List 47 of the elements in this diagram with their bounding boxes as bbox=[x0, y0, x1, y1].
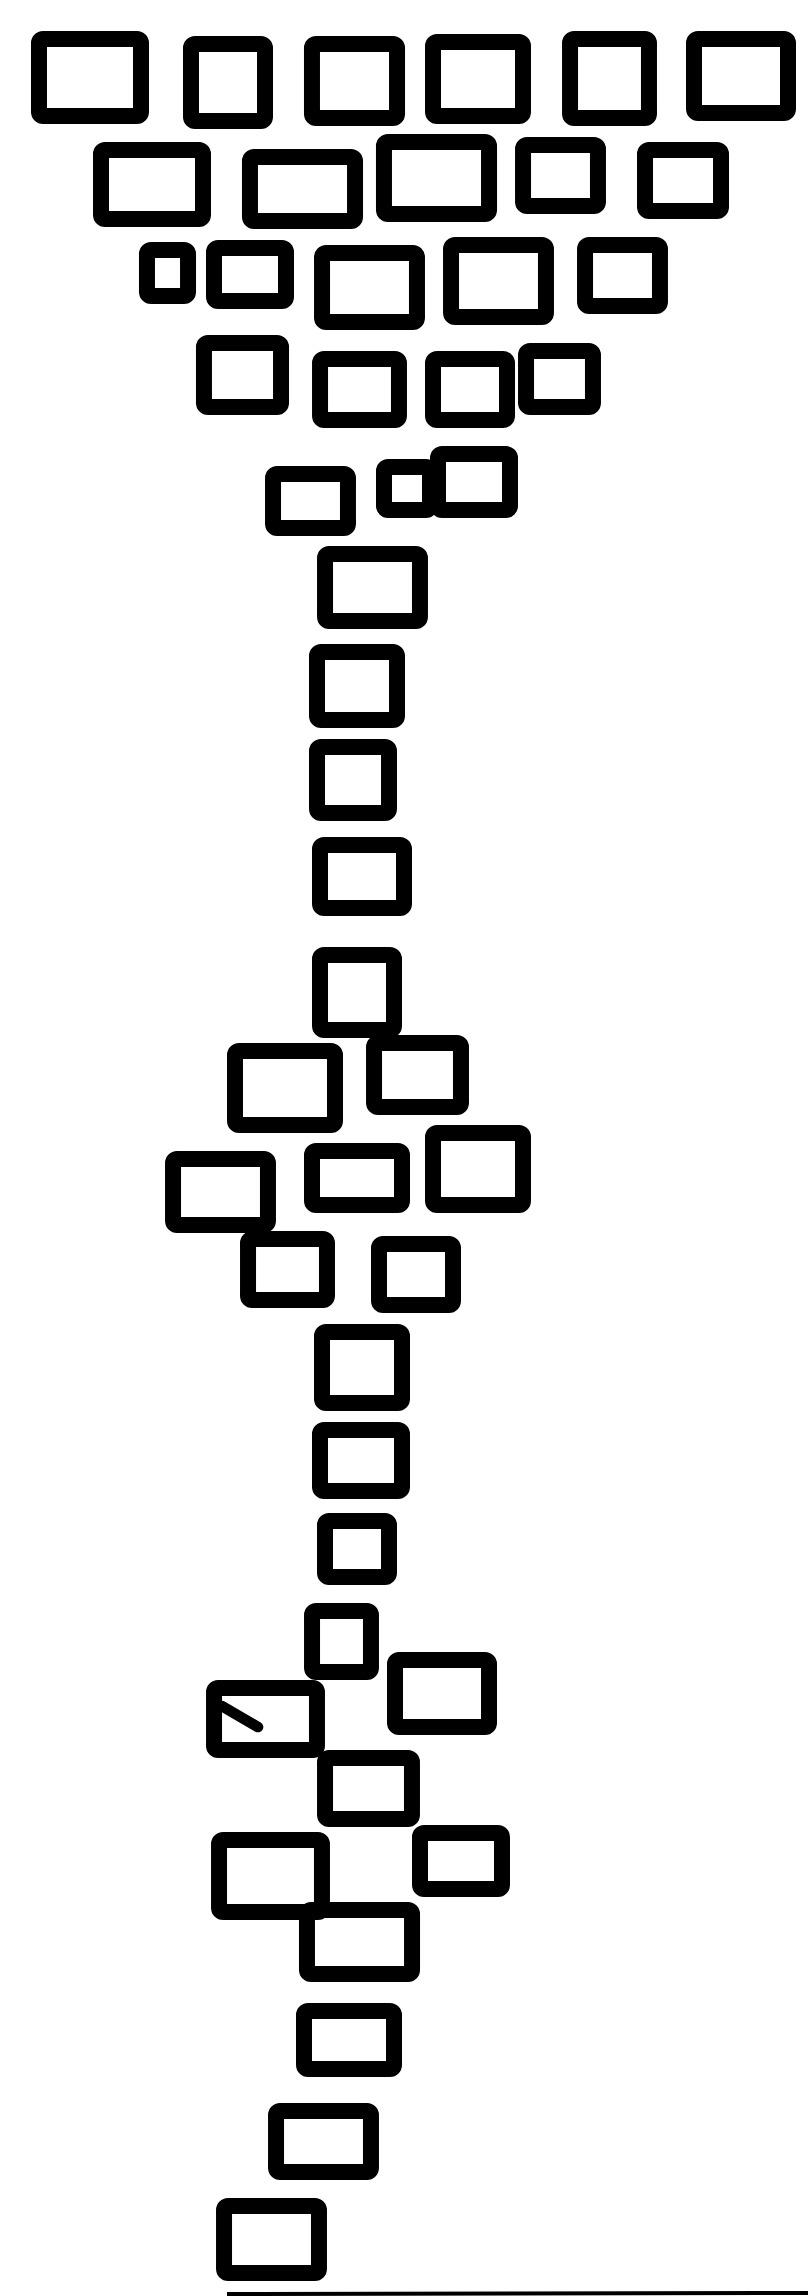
hand-drawn-square bbox=[314, 245, 425, 331]
hand-drawn-square bbox=[518, 343, 601, 415]
hand-drawn-square bbox=[303, 36, 406, 126]
hand-drawn-square bbox=[443, 237, 554, 325]
hand-drawn-square bbox=[304, 1603, 379, 1681]
hand-drawn-square bbox=[165, 1151, 276, 1233]
hand-drawn-square bbox=[183, 36, 273, 130]
hand-drawn-square bbox=[375, 134, 498, 222]
hand-drawn-square bbox=[31, 30, 149, 125]
hand-drawn-square bbox=[216, 2198, 327, 2281]
hand-drawn-square bbox=[312, 837, 412, 916]
hand-drawn-square bbox=[387, 1652, 497, 1735]
hand-drawn-square bbox=[317, 1750, 420, 1828]
hand-drawn-square bbox=[296, 2003, 402, 2077]
hand-drawn-square bbox=[317, 1513, 397, 1585]
hand-drawn-square bbox=[562, 31, 657, 126]
hand-drawn-square bbox=[430, 446, 518, 518]
hand-drawn-square bbox=[637, 142, 729, 220]
hand-drawn-square bbox=[515, 137, 606, 215]
hand-drawn-square bbox=[241, 149, 364, 229]
hand-drawn-square bbox=[240, 1231, 335, 1309]
hand-drawn-square bbox=[425, 1125, 531, 1213]
hand-drawn-square bbox=[686, 31, 796, 121]
hand-drawn-square bbox=[425, 34, 531, 124]
hand-drawn-square bbox=[195, 335, 290, 415]
hand-drawn-square bbox=[309, 644, 405, 728]
hand-drawn-square bbox=[93, 142, 211, 228]
hand-drawn-square bbox=[268, 2103, 379, 2181]
hand-drawn-square bbox=[298, 1902, 421, 1982]
hand-drawn-square bbox=[371, 1236, 461, 1314]
hand-drawn-square bbox=[304, 1143, 410, 1213]
hand-drawn-square bbox=[138, 242, 197, 304]
hand-drawn-square bbox=[425, 351, 515, 429]
hand-drawn-square bbox=[312, 947, 402, 1038]
hand-drawn-square bbox=[366, 1035, 469, 1115]
hand-drawn-square bbox=[206, 240, 294, 310]
hand-drawn-square bbox=[227, 1043, 343, 1133]
hand-drawn-square bbox=[309, 739, 397, 821]
hand-drawn-square bbox=[412, 1825, 510, 1897]
hand-drawn-square bbox=[211, 1832, 330, 1920]
hand-drawn-square bbox=[312, 351, 407, 429]
hand-drawn-square bbox=[312, 1422, 410, 1500]
hand-drawn-square bbox=[314, 1324, 410, 1411]
hand-drawn-square bbox=[317, 546, 428, 629]
hand-drawn-square bbox=[265, 466, 356, 536]
hand-drawn-square bbox=[206, 1680, 325, 1758]
hand-drawn-square bbox=[577, 237, 668, 315]
